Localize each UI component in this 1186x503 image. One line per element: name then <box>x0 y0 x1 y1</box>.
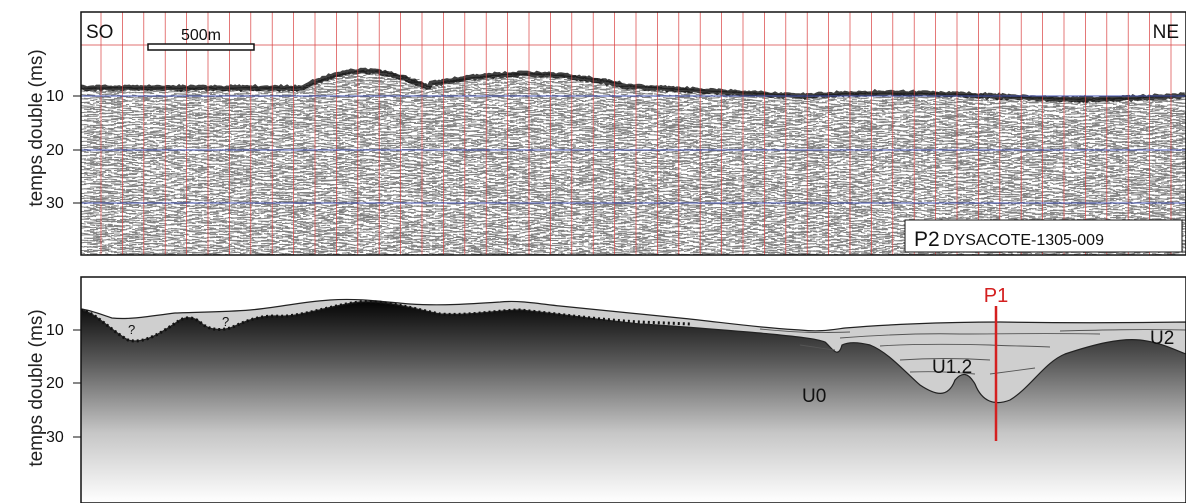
scale-bar: 500m <box>147 27 255 51</box>
top-tick-30: 30 <box>46 195 64 212</box>
uncertain-mark-1: ? <box>128 322 135 337</box>
bedrock-basement <box>81 301 1186 503</box>
top-tick-10: 10 <box>46 88 64 105</box>
unit-label-u0: U0 <box>802 386 826 407</box>
interpretation-panel: temps double (ms) 10 20 30 <box>26 276 1186 503</box>
direction-label-southwest: SO <box>86 22 113 43</box>
unit-label-u2: U2 <box>1150 328 1174 349</box>
direction-label-northeast: NE <box>1153 22 1179 43</box>
profile-name: DYSACOTE-1305-009 <box>943 232 1104 249</box>
internal-reflectors <box>759 328 1186 375</box>
profile-id: P2 <box>914 228 940 251</box>
profile-id-box: P2 DYSACOTE-1305-009 <box>904 219 1183 253</box>
bottom-tick-10: 10 <box>46 322 64 339</box>
seafloor-reflector <box>81 67 1186 104</box>
p1-profile-marker-label: P1 <box>984 285 1008 307</box>
unit-label-u1-2: U1.2 <box>932 357 972 378</box>
seismic-traces <box>81 67 1186 255</box>
trace-grid-lines <box>100 12 1172 255</box>
seismic-profile-panel: temps double (ms) 10 20 30 SO NE 500m P2… <box>26 11 1186 256</box>
dotted-basement-horizon <box>81 300 691 343</box>
bottom-tick-30: 30 <box>46 429 64 446</box>
top-panel-frame <box>80 11 1186 256</box>
top-y-axis-label: temps double (ms) <box>26 49 47 206</box>
scale-bar-label: 500m <box>181 27 221 44</box>
bottom-tick-20: 20 <box>46 375 64 392</box>
bottom-panel-frame <box>80 276 1186 503</box>
top-tick-20: 20 <box>46 142 64 159</box>
bottom-y-axis-label: temps double (ms) <box>26 309 47 466</box>
uncertain-mark-2: ? <box>222 314 229 329</box>
